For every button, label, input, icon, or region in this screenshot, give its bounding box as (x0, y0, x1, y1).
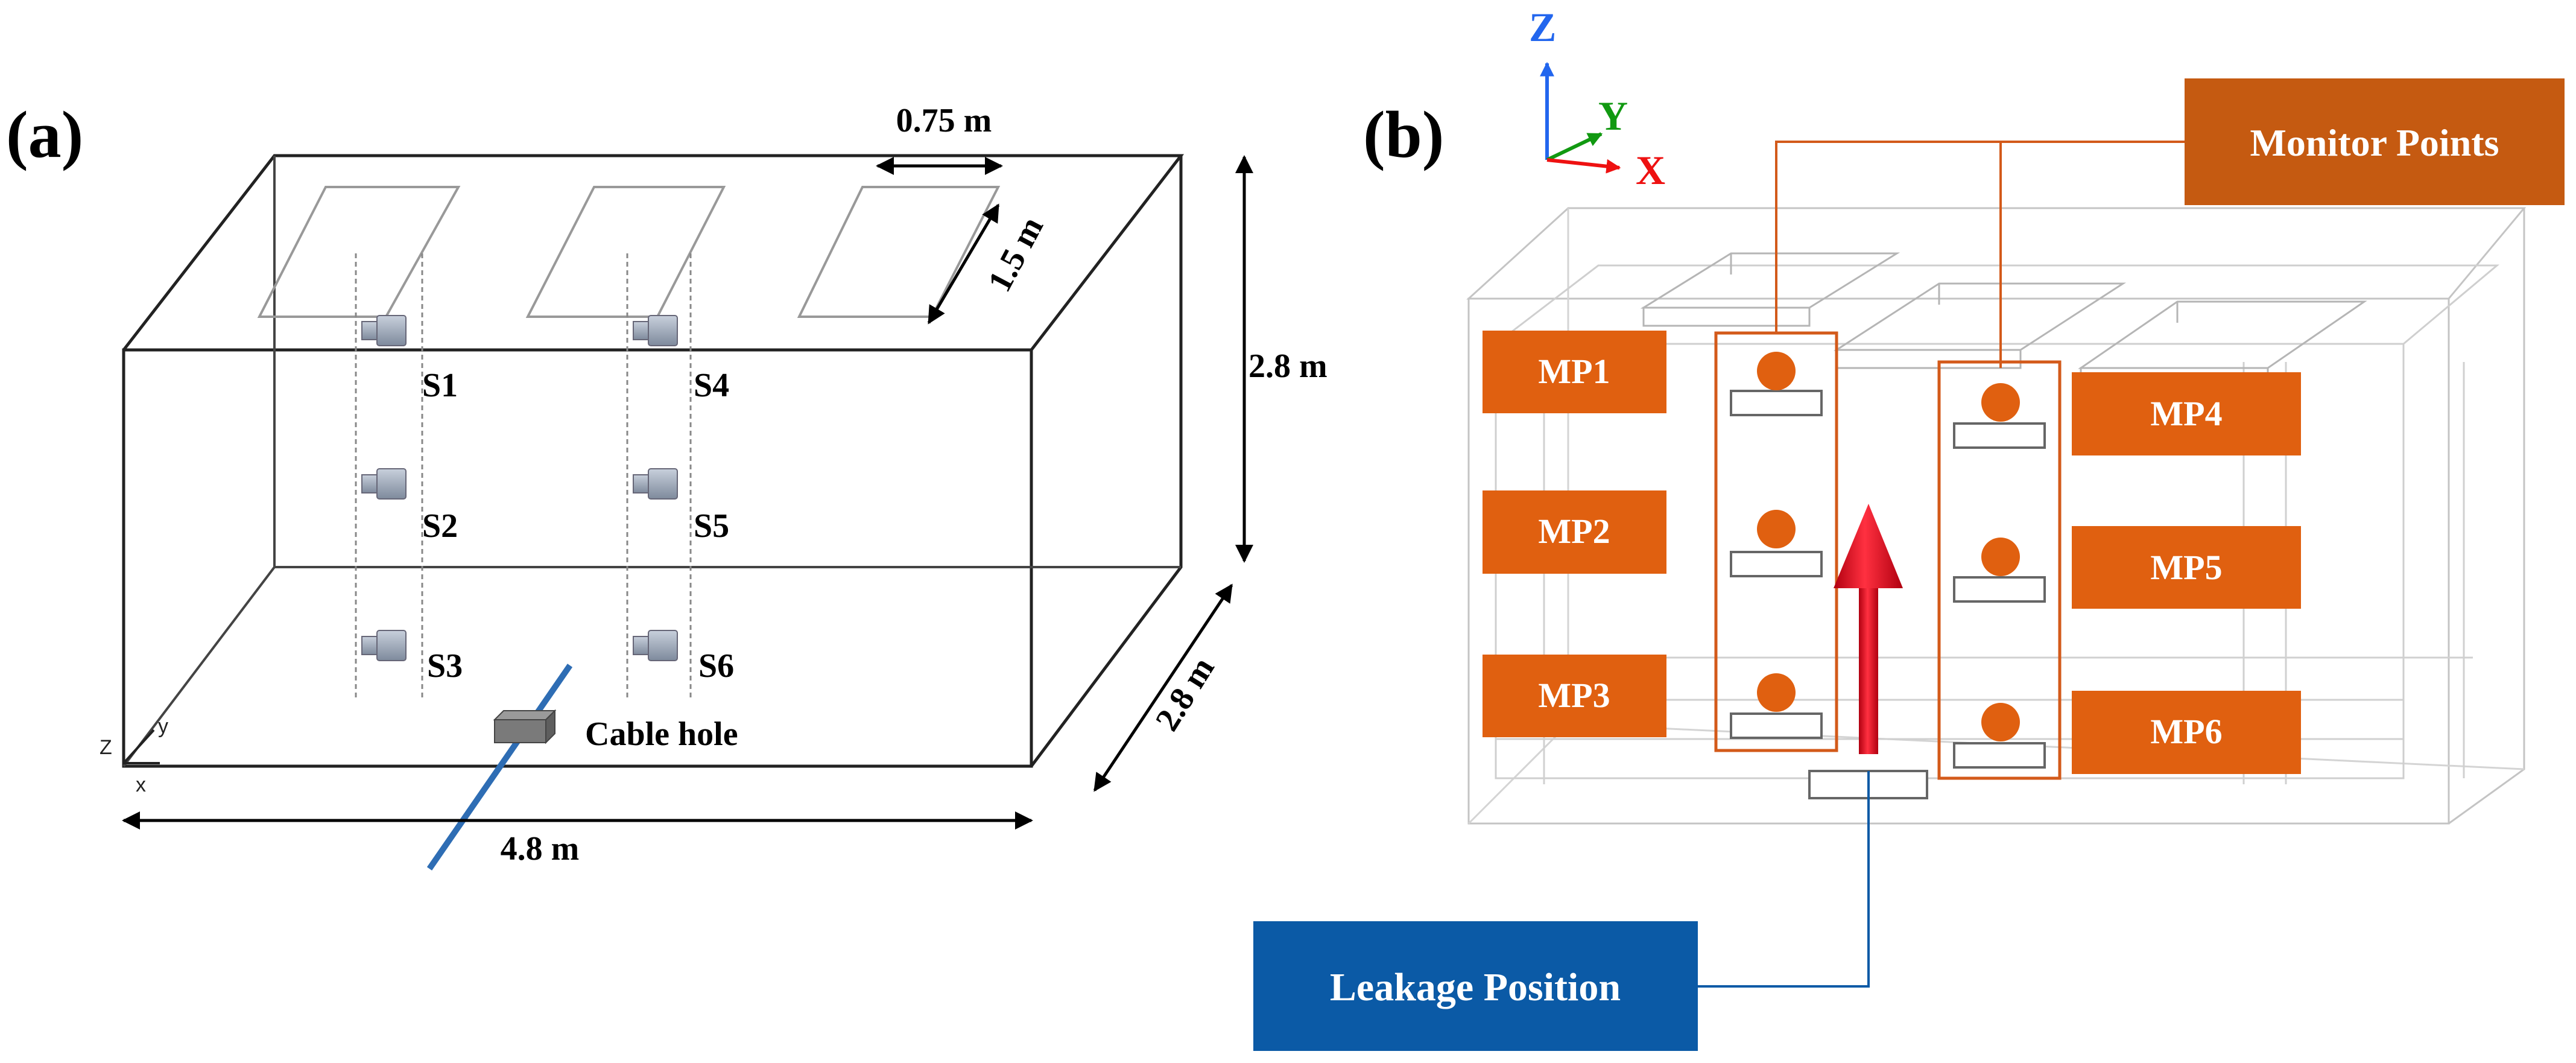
ceiling-panels (257, 186, 1001, 318)
axis-x-label: X (1636, 147, 1665, 193)
dim-top-width: 0.75 m (896, 102, 992, 139)
mp6-label: MP6 (2072, 691, 2301, 774)
cable-hole: Cable hole (493, 709, 738, 753)
mini-axis-x: x (136, 773, 146, 796)
leakage-position-box: Leakage Position (1253, 921, 1698, 1051)
sensor-poles (355, 253, 692, 700)
panel-a: (a) S1 (6, 98, 1328, 871)
monitor-group-right (1937, 360, 2062, 780)
sensor-icon (361, 474, 378, 493)
mp2-label: MP2 (1483, 490, 1666, 574)
sensor-icon (633, 321, 649, 340)
sensor-icon (361, 636, 378, 655)
leakage-connector (1698, 771, 1870, 988)
mp4-text: MP4 (2150, 394, 2222, 433)
dimension-arrows (122, 155, 1253, 830)
leakage-position-text: Leakage Position (1330, 965, 1621, 1009)
sensor-icon (633, 636, 649, 655)
mp1-dot (1757, 352, 1796, 390)
mp6-dot (1981, 703, 2020, 741)
sensor-label: S2 (422, 507, 458, 545)
monitor-points-title: Monitor Points (2185, 78, 2565, 205)
sensor-icon (361, 321, 378, 340)
mp4-dot (1981, 383, 2020, 422)
ceiling-panels-3d (1640, 252, 2367, 387)
panel-a-label: (a) (6, 98, 83, 171)
sensor-label: S6 (698, 647, 734, 685)
cable-hole-label: Cable hole (585, 716, 738, 753)
axis-x-arrow (1546, 158, 1621, 174)
mp6-text: MP6 (2150, 712, 2222, 751)
axis-y-label: Y (1598, 93, 1628, 139)
panel-b-label: (b) (1363, 98, 1444, 171)
mp2-dot (1757, 510, 1796, 548)
sensor-S4: S4 (633, 315, 729, 404)
axis-y-arrow (1546, 132, 1603, 162)
mp5-label: MP5 (2072, 526, 2301, 609)
mp5-dot (1981, 538, 2020, 576)
mini-axis-y: y (158, 715, 168, 738)
cable-line (426, 664, 573, 871)
dim-top-depth: 1.5 m (981, 211, 1051, 297)
sensor-S3: S3 (361, 630, 463, 685)
mp1-label: MP1 (1483, 331, 1666, 413)
axis-triad: Z Y X (1529, 4, 1665, 193)
sensor-label: S3 (427, 647, 463, 685)
mini-axes: Z y x (100, 715, 168, 796)
sensor-S5: S5 (633, 468, 729, 545)
room-box (122, 154, 1185, 768)
cable-hole-icon (494, 719, 546, 743)
dim-height: 2.8 m (1248, 347, 1328, 385)
mini-axis-z: Z (100, 736, 112, 759)
monitor-points-text: Monitor Points (2250, 121, 2499, 164)
axis-z-label: Z (1529, 4, 1556, 50)
mp1-text: MP1 (1538, 352, 1610, 391)
mp4-label: MP4 (2072, 372, 2301, 455)
dim-length: 4.8 m (501, 830, 580, 868)
sensor-icon (633, 474, 649, 493)
sensor-label: S1 (422, 367, 458, 404)
sensor-S2: S2 (361, 468, 458, 545)
mp3-label: MP3 (1483, 655, 1666, 737)
sensor-S6: S6 (633, 630, 734, 685)
monitor-group-left (1714, 331, 1838, 752)
sensor-label: S5 (694, 507, 729, 545)
mp5-text: MP5 (2150, 548, 2222, 587)
mp3-text: MP3 (1538, 676, 1610, 715)
panel-b: (b) Z Y X (1253, 4, 2565, 1051)
mp-markers (1730, 352, 2046, 769)
monitor-connectors (1775, 141, 2185, 368)
mp2-text: MP2 (1538, 512, 1610, 551)
sensor-S1: S1 (361, 315, 458, 404)
sensor-label: S4 (694, 367, 729, 404)
mp3-dot (1757, 673, 1796, 712)
leakage-arrow (1834, 504, 1903, 754)
